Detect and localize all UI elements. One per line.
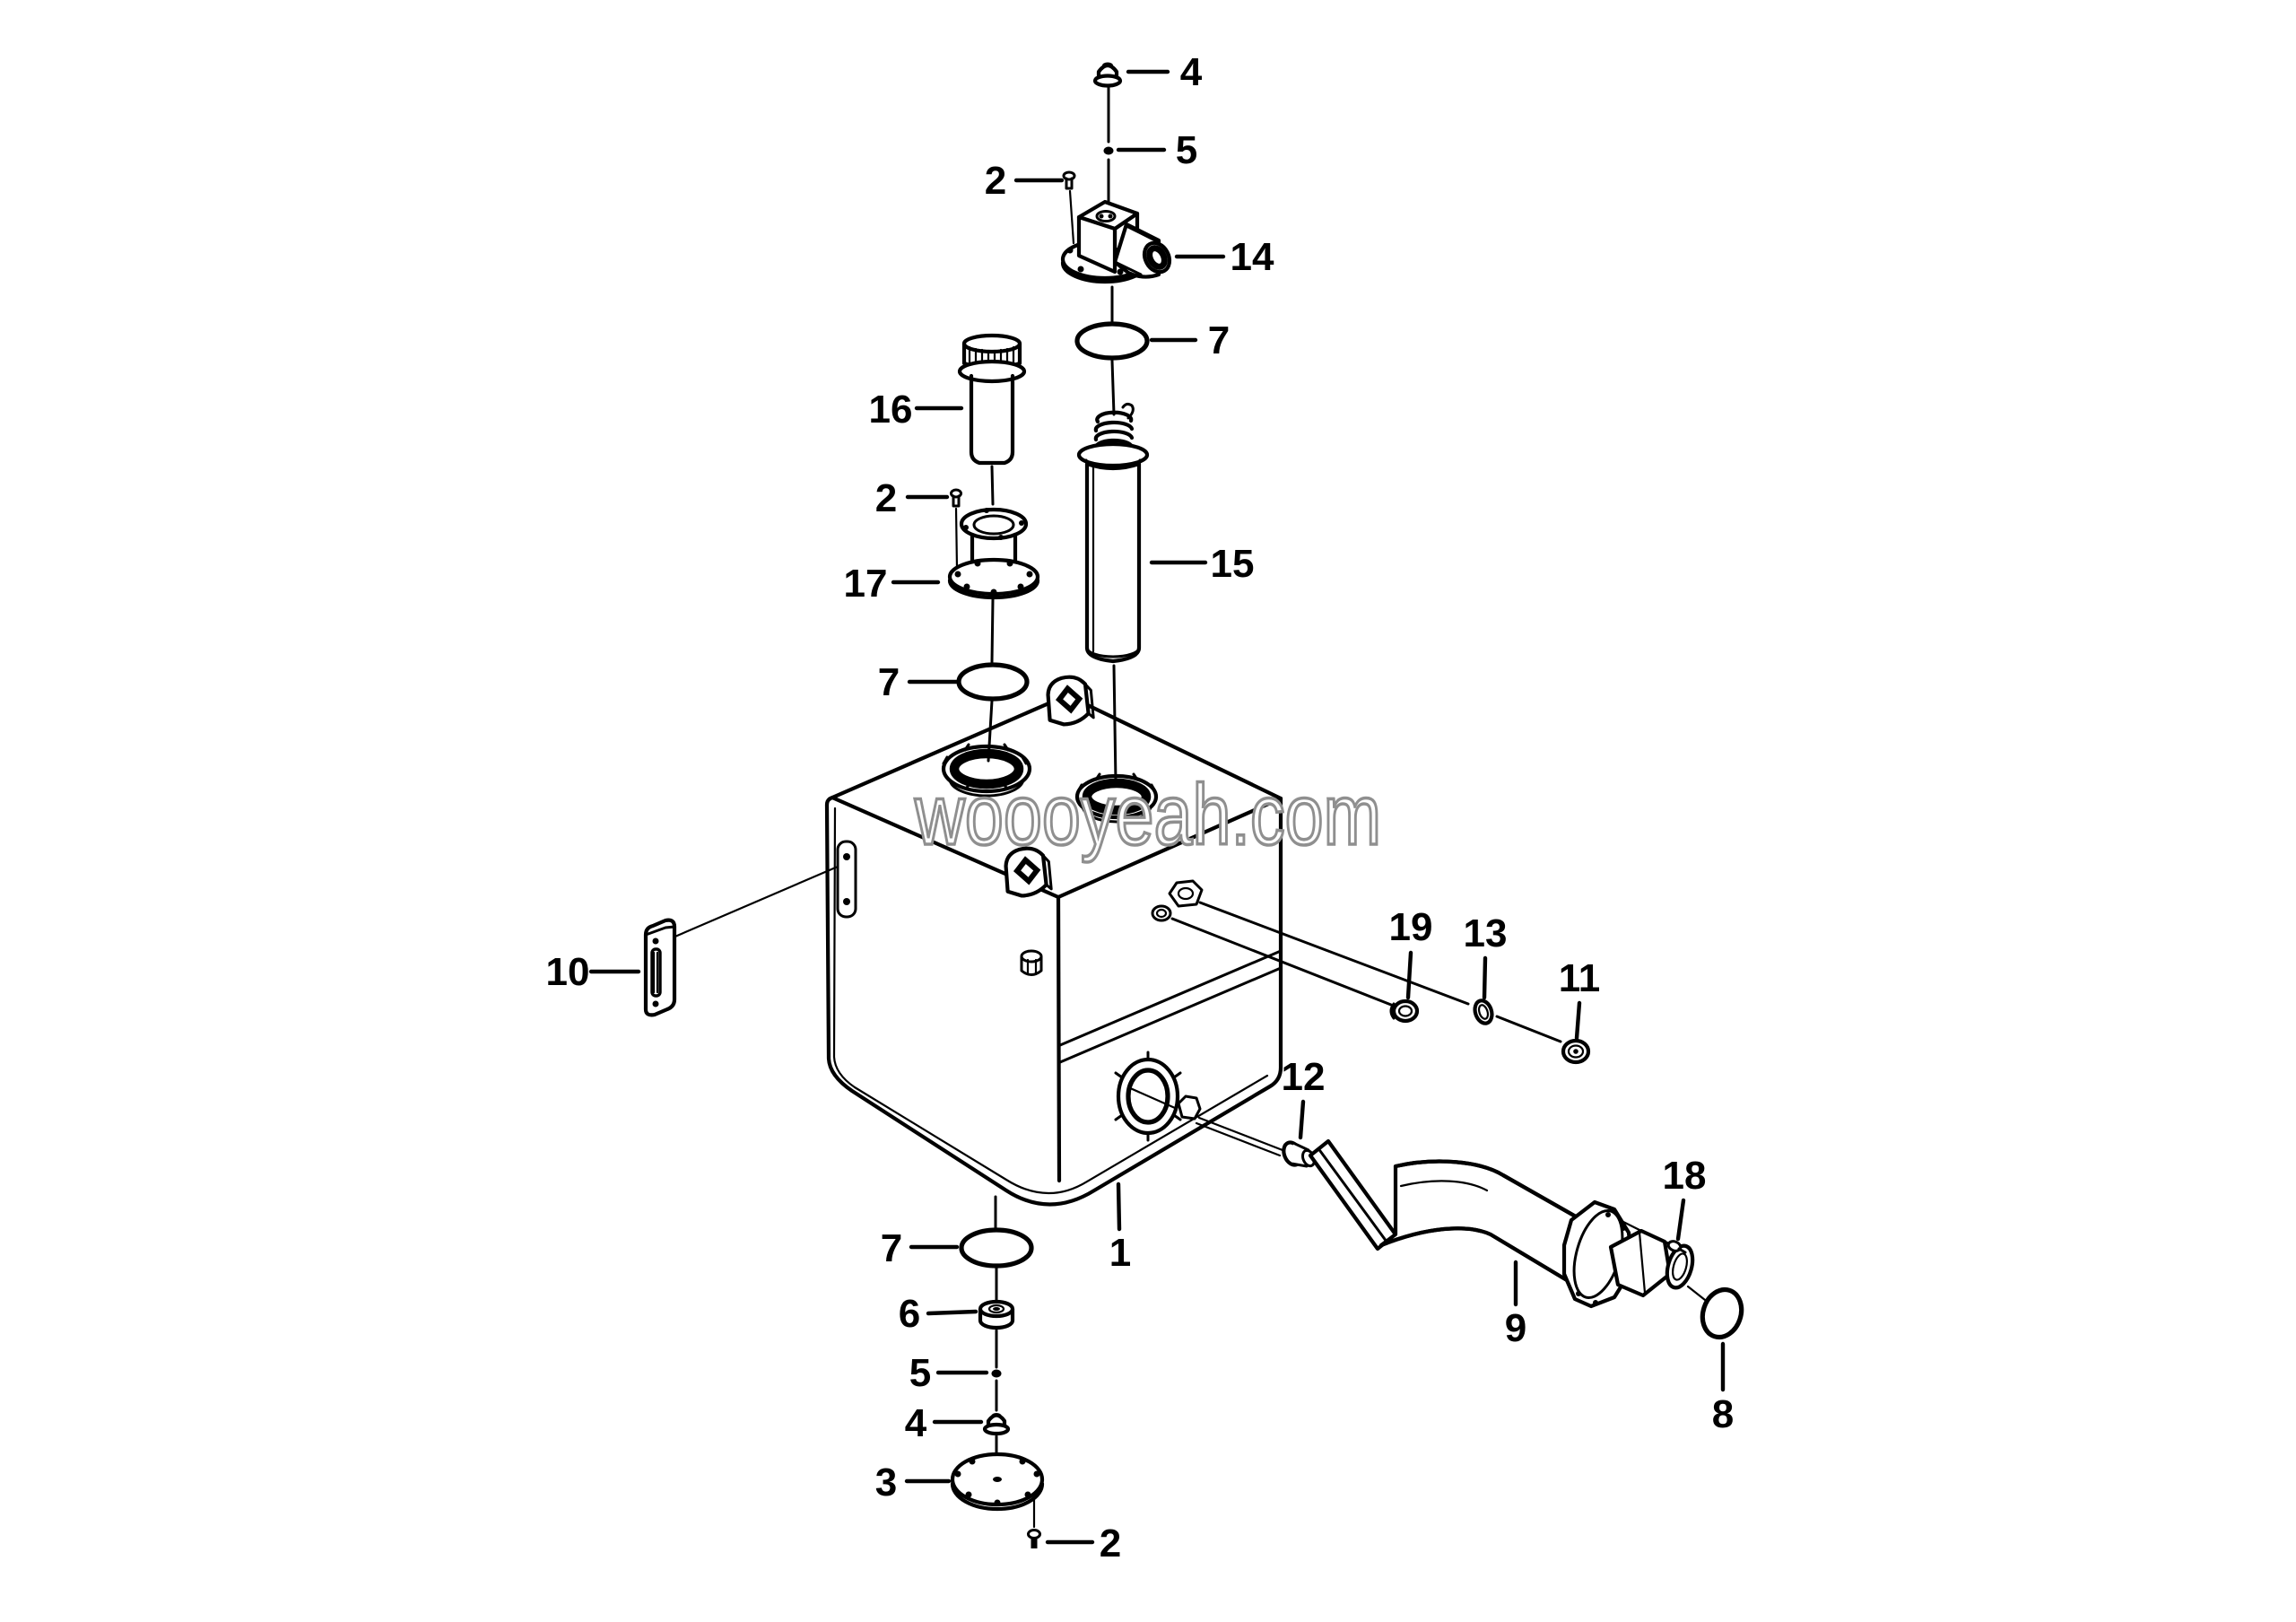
axis-line-15-tank [1112,664,1118,784]
part-17-filler-neck [947,507,1040,600]
tank-middle-corner-edge [1056,894,1062,1183]
assembly-rod-upper [1198,901,1562,1043]
callout-4-bottom: 4 [905,1401,927,1445]
callout-9: 9 [1505,1306,1526,1350]
callout-3: 3 [875,1461,897,1504]
part-7-oring-top [1074,321,1150,361]
callout-7-bottom: 7 [881,1226,902,1270]
part-13-small-oring [1473,998,1494,1025]
part-3-flange-plate [950,1452,1045,1512]
right-face-hex-fitting [1168,879,1204,908]
part-16-breather-cap [957,333,1027,466]
callout-8: 8 [1712,1392,1734,1436]
part-10-strainer-plate [643,865,839,1017]
callout-7-mid: 7 [878,660,900,704]
callout-10: 10 [546,950,590,994]
tank-weld-band-line-2 [1058,966,1283,1064]
part-7-oring-mid [956,662,1030,702]
right-face-round-plug [1151,904,1172,922]
callout-2-top: 2 [985,159,1006,203]
callout-11: 11 [1559,956,1601,1000]
callout-7-top: 7 [1208,318,1230,362]
callout-4-top: 4 [1180,50,1203,94]
callout-labels: 4 5 2 14 7 16 2 17 15 7 10 19 13 11 12 1… [546,50,1735,1565]
part-8-oring [1686,1285,1744,1340]
strainer-slot-bracket [836,840,857,919]
axis-line-16-17 [990,465,995,506]
part-5-pin-top [1103,146,1114,155]
callout-2-bottom: 2 [1100,1522,1121,1565]
part-5-pin-bottom [991,1369,1002,1378]
callout-16: 16 [869,388,913,432]
part-14-elbow-fitting [1060,199,1172,284]
part-7-oring-bottom [959,1227,1034,1269]
tank-body [824,675,1283,1207]
assembly-rod-lower [1170,917,1393,1007]
callout-5-bottom: 5 [909,1351,931,1395]
part-12-plug-and-bolt [1195,1116,1333,1172]
tank-filler-bung [941,743,1032,798]
part-2-screw-bottom [1027,1496,1041,1548]
callout-18: 18 [1663,1154,1707,1198]
part-15-filter-cartridge [1076,402,1150,664]
part-4-cap-nut-bottom [982,1413,1011,1436]
callout-2-mid: 2 [875,476,897,520]
callout-1: 1 [1109,1231,1131,1275]
callout-5-top: 5 [1176,128,1197,172]
front-face-plug [1020,949,1043,976]
watermark-text: woooyeah.com [914,767,1381,863]
part-9-suction-pipe [1308,1138,1695,1309]
part-4-cap-nut-top [1092,62,1123,88]
part-2-screw-top [1062,170,1076,245]
sight-ring-hex-plug [1177,1094,1202,1121]
part-2-screw-mid [950,488,962,571]
callout-15: 15 [1211,542,1255,586]
sight-glass-ring [1114,1051,1182,1142]
tank-weld-band-line-1 [1058,949,1283,1047]
callout-6: 6 [899,1292,920,1336]
part-18-screw [1622,1220,1687,1254]
callout-14: 14 [1231,235,1274,279]
part-11-nut [1561,1038,1591,1065]
callout-12: 12 [1282,1055,1326,1099]
tank-rolled-edge-inner-line [832,807,1269,1195]
callout-leader-lines [588,69,1726,1545]
axis-line-7-15 [1110,359,1116,416]
callout-13: 13 [1464,911,1508,955]
callout-19: 19 [1389,905,1433,949]
axis-line-17-7 [990,597,995,664]
part-19-sleeve-nut [1389,998,1420,1024]
part-6-spacer [978,1299,1015,1330]
axis-line-7-tank-filler [987,699,994,763]
callout-17: 17 [844,562,888,606]
